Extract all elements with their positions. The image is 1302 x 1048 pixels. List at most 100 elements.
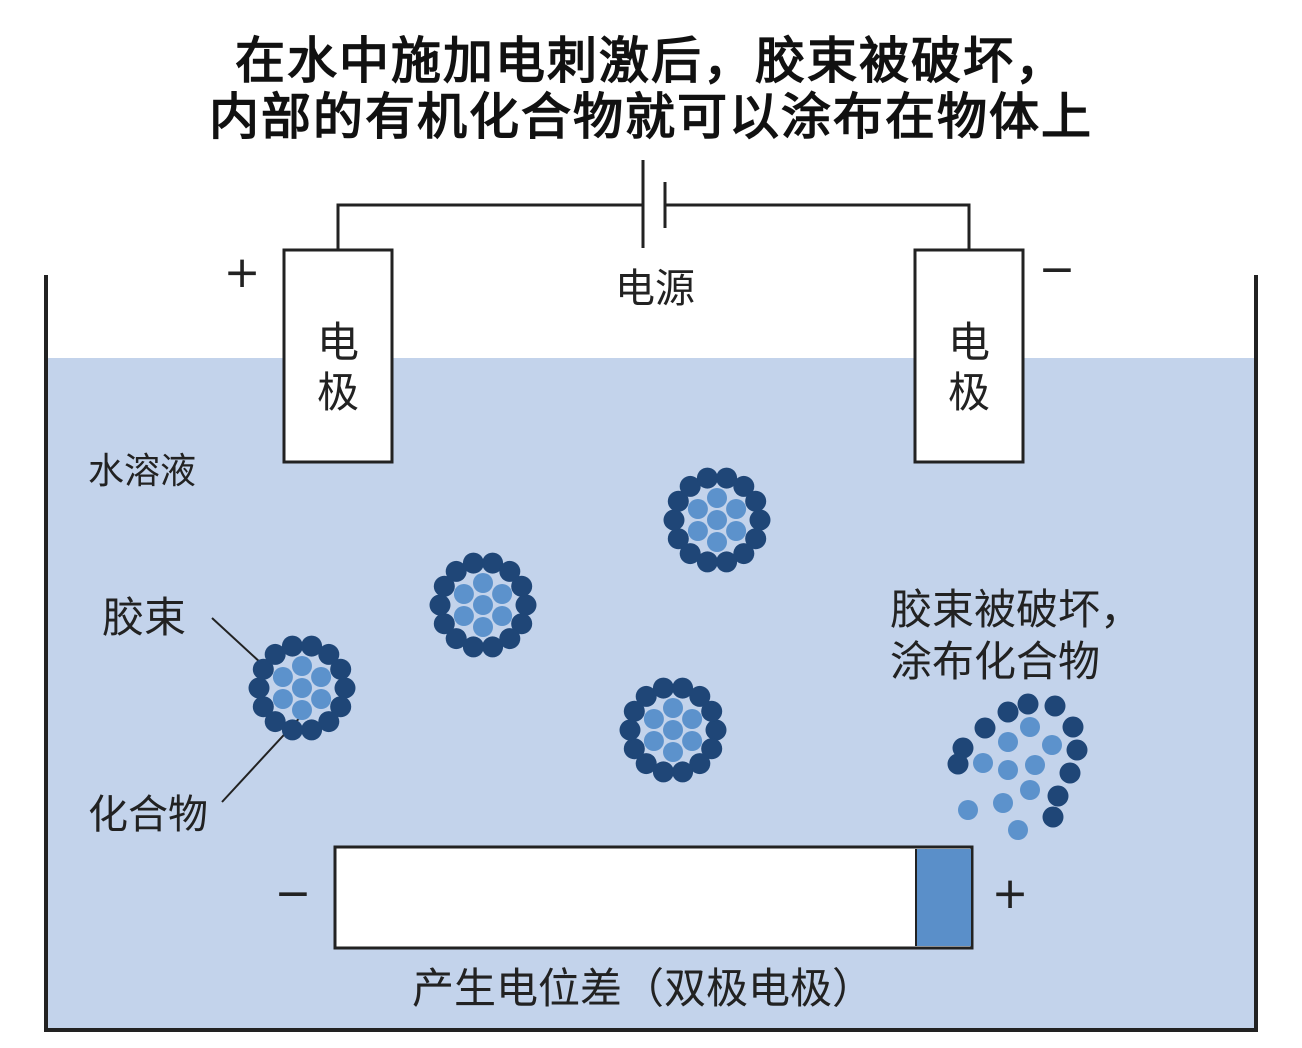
compound-dot	[492, 584, 513, 604]
micelle-shell-dot	[248, 677, 270, 699]
released-compound-dot	[958, 800, 978, 820]
compound-dot	[643, 731, 664, 751]
micelle-shell-dot	[433, 613, 455, 635]
compound-dot	[492, 606, 513, 626]
compound-dot	[311, 689, 332, 709]
released-compound-dot	[1042, 735, 1062, 755]
micelle-shell-dot	[733, 475, 755, 497]
compound-dot	[687, 499, 708, 519]
micelle-shell-dot	[745, 528, 767, 550]
micelle-shell-dot	[623, 738, 645, 760]
micelle-shell-dot	[429, 594, 451, 616]
micelle-shell-dot	[696, 467, 718, 489]
released-compound-dot	[1008, 820, 1028, 840]
micelle-shell-dot	[672, 761, 694, 783]
bipolar-electrode	[333, 845, 974, 950]
micelle-shell-dot	[667, 528, 689, 550]
compound-dot	[726, 521, 747, 541]
wire-right	[665, 203, 971, 250]
broken-shell-dot	[1047, 785, 1069, 807]
released-compound-dot	[1020, 717, 1040, 737]
micelle-shell-dot	[705, 719, 727, 741]
broken-shell-dot	[974, 717, 996, 739]
micelle-shell-dot	[281, 635, 303, 657]
micelle-shell-dot	[701, 700, 723, 722]
wire-left	[336, 203, 643, 250]
micelle-shell-dot	[301, 635, 323, 657]
title-line-1: 在水中施加电刺激后，胶束被破坏，	[235, 32, 1067, 90]
electrode-left	[282, 248, 394, 464]
compound-dot	[272, 689, 293, 709]
electrode-right	[913, 248, 1025, 464]
micelle-shell-dot	[499, 560, 521, 582]
compound-dot	[643, 709, 664, 729]
compound-dot	[453, 584, 474, 604]
released-compound-dot	[998, 732, 1018, 752]
micelle-shell-dot	[330, 696, 352, 718]
compound-dot	[687, 521, 708, 541]
micelle-shell-dot	[689, 753, 711, 775]
micelle-shell-dot	[652, 761, 674, 783]
compound-label: 化合物	[88, 792, 208, 838]
compound-dot	[707, 488, 727, 508]
micelle-shell-dot	[252, 658, 274, 680]
micelle-shell-dot	[635, 753, 657, 775]
micelle-shell-dot	[334, 677, 356, 699]
micelle-shell-dot	[318, 643, 340, 665]
compound-dot	[311, 667, 332, 687]
compound-dot	[453, 606, 474, 626]
micelle-shell-dot	[330, 658, 352, 680]
micelle-shell-dot	[679, 543, 701, 565]
broken-shell-dot	[1059, 762, 1081, 784]
electrode-left-label-1: 电	[317, 318, 359, 367]
micelle-shell-dot	[318, 711, 340, 733]
micelle-shell-dot	[264, 643, 286, 665]
compound-dot	[473, 617, 493, 637]
power-source-label: 电源	[615, 266, 695, 312]
micelle-shell-dot	[667, 490, 689, 512]
compound-dot	[272, 667, 293, 687]
micelle-shell-dot	[445, 560, 467, 582]
micelle-shell-dot	[619, 719, 641, 741]
broken-micelle-label-2: 涂布化合物	[890, 637, 1100, 686]
micelle-shell-dot	[499, 628, 521, 650]
electrode-right-label-1: 电	[948, 318, 990, 367]
released-compound-dot	[1025, 755, 1045, 775]
micelle-shell-dot	[511, 613, 533, 635]
micelle-shell-dot	[462, 636, 484, 658]
container-outline	[44, 275, 1258, 1032]
compound-dot	[473, 573, 493, 593]
minus-sign-top: −	[1039, 244, 1076, 295]
micelle-shell-dot	[252, 696, 274, 718]
compound-dot	[663, 720, 683, 740]
plus-sign-top: +	[224, 247, 261, 298]
micelle-shell-dot	[663, 509, 685, 531]
micelle-shell-dot	[672, 677, 694, 699]
compound-dot	[292, 656, 312, 676]
micelles-group	[248, 467, 1088, 840]
micelle-shell-dot	[264, 711, 286, 733]
broken-shell-dot	[1066, 739, 1088, 761]
compound-dot	[473, 595, 493, 615]
micelle-shell-dot	[701, 738, 723, 760]
minus-sign-bottom: −	[275, 868, 312, 919]
micelle-shell-dot	[749, 509, 771, 531]
compound-dot	[707, 510, 727, 530]
micelle-shell-dot	[689, 685, 711, 707]
released-compound-dot	[973, 753, 993, 773]
micelle-shell-dot	[445, 628, 467, 650]
broken-shell-dot	[952, 737, 974, 759]
electrode-right-label-2: 极	[948, 368, 990, 417]
compound-dot	[682, 731, 703, 751]
broken-shell-dot	[1062, 716, 1084, 738]
micelle-shell-dot	[482, 552, 504, 574]
micelle-pointer	[211, 617, 263, 665]
released-compound-dot	[1020, 780, 1040, 800]
micelle-label: 胶束	[102, 593, 186, 642]
micelle-shell-dot	[652, 677, 674, 699]
compound-dot	[663, 698, 683, 718]
micelle-shell-dot	[515, 594, 537, 616]
compound-dot	[292, 700, 312, 720]
micelle-shell-dot	[635, 685, 657, 707]
